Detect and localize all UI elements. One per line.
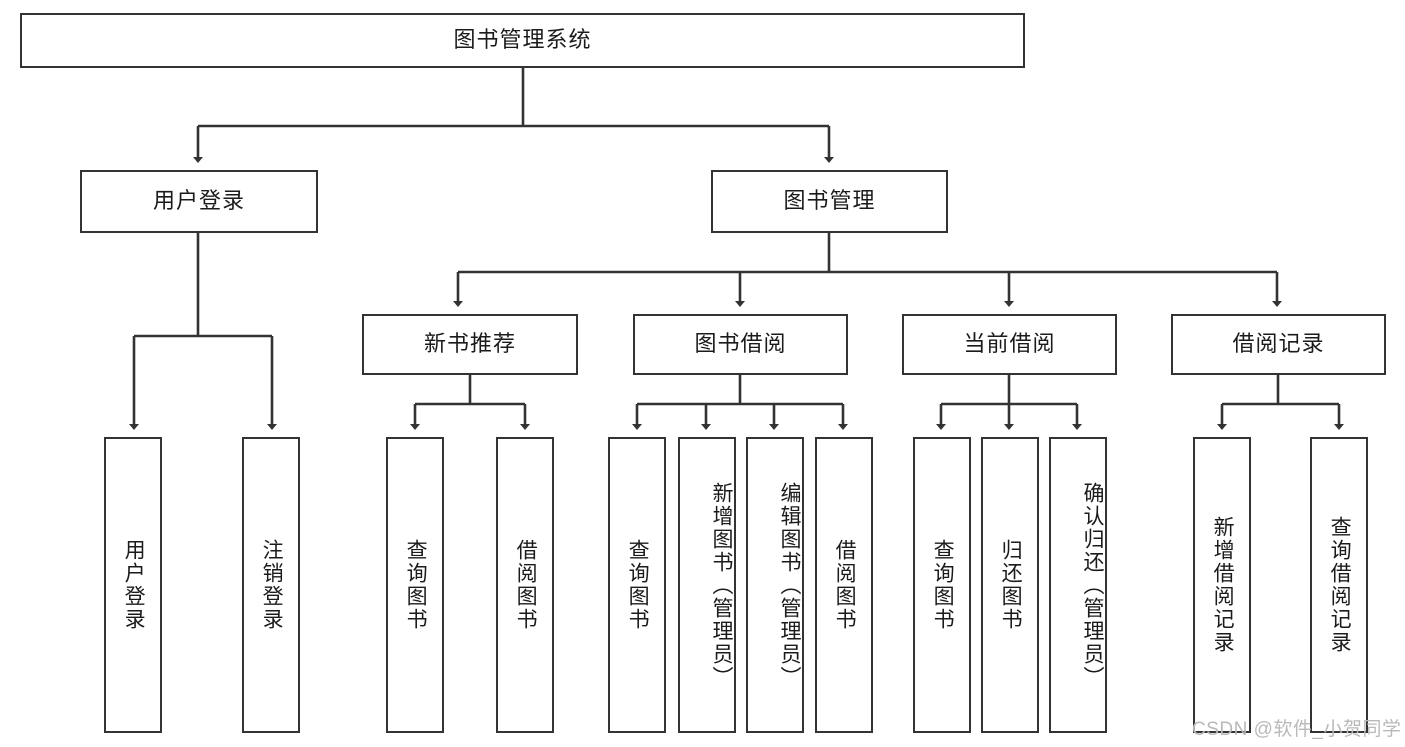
leaf-borrow-book-1[interactable]: 借阅图书: [496, 437, 554, 733]
leaf-return-book[interactable]: 归还图书: [981, 437, 1039, 733]
node-borrow-record[interactable]: 借阅记录: [1171, 314, 1386, 375]
leaf-user-logout[interactable]: 注销登录: [242, 437, 300, 733]
leaf-user-login[interactable]: 用户登录: [104, 437, 162, 733]
leaf-add-record[interactable]: 新增借阅记录: [1193, 437, 1251, 733]
leaf-borrow-book-2[interactable]: 借阅图书: [815, 437, 873, 733]
node-root-system[interactable]: 图书管理系统: [20, 13, 1025, 68]
leaf-label: 借阅图书: [833, 539, 857, 631]
leaf-label: 注销登录: [260, 539, 284, 631]
leaf-label: 新增借阅记录: [1211, 516, 1235, 654]
leaf-label: 查询图书: [404, 539, 428, 631]
leaf-label: 确认归还（管理员）: [1081, 481, 1104, 689]
node-book-borrow[interactable]: 图书借阅: [633, 314, 848, 375]
watermark-text: CSDN @软件_小贺同学: [1192, 719, 1402, 740]
leaf-edit-book[interactable]: 编辑图书（管理员）: [746, 437, 804, 733]
leaf-query-book-2[interactable]: 查询图书: [608, 437, 666, 733]
leaf-label: 查询图书: [626, 539, 650, 631]
leaf-label: 编辑图书（管理员）: [778, 481, 801, 689]
node-new-book-recommend[interactable]: 新书推荐: [362, 314, 578, 375]
leaf-add-book[interactable]: 新增图书（管理员）: [678, 437, 736, 733]
leaf-query-book-1[interactable]: 查询图书: [386, 437, 444, 733]
leaf-label: 归还图书: [999, 539, 1023, 631]
node-book-manage[interactable]: 图书管理: [711, 170, 948, 233]
leaf-query-record[interactable]: 查询借阅记录: [1310, 437, 1368, 733]
leaf-label: 借阅图书: [514, 539, 538, 631]
leaf-query-book-3[interactable]: 查询图书: [913, 437, 971, 733]
node-user-login[interactable]: 用户登录: [80, 170, 318, 233]
leaf-label: 查询图书: [931, 539, 955, 631]
node-current-borrow[interactable]: 当前借阅: [902, 314, 1117, 375]
leaf-label: 用户登录: [122, 539, 146, 631]
leaf-label: 新增图书（管理员）: [710, 481, 733, 689]
leaf-label: 查询借阅记录: [1328, 516, 1352, 654]
leaf-confirm-return[interactable]: 确认归还（管理员）: [1049, 437, 1107, 733]
